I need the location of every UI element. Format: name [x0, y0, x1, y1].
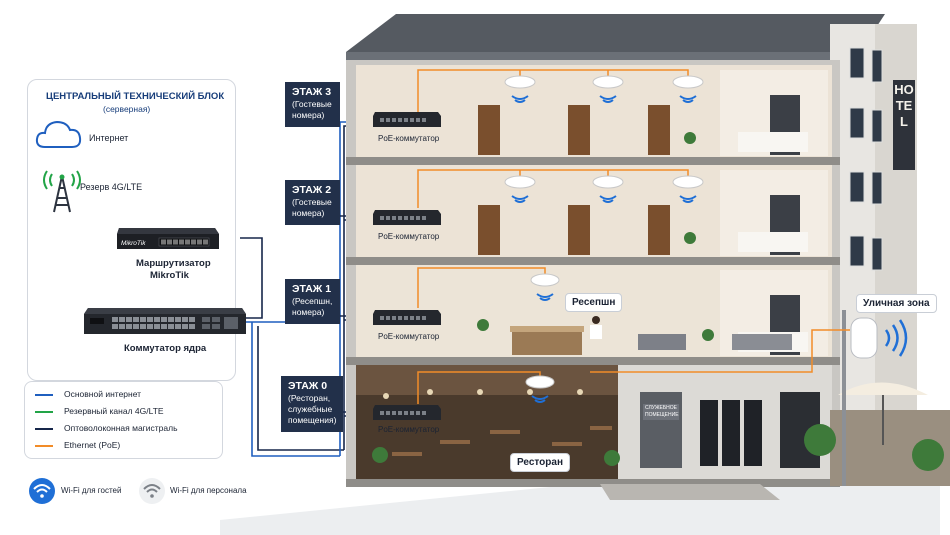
floor-2-desc1: (Гостевые [292, 197, 332, 207]
floor-0-desc2: служебные [288, 404, 333, 414]
router-label-line2: MikroTik [150, 270, 189, 281]
floor-tag-1: ЭТАЖ 1 (Ресепшн, номера) [285, 279, 340, 324]
router-brand-text: MikroTik [121, 240, 146, 247]
floor-tag-0: ЭТАЖ 0 (Ресторан, служебные помещения) [281, 376, 343, 432]
poe-switch-floor1 [373, 310, 441, 325]
legend-line-lte [35, 411, 53, 413]
service-room-line1: СЛУЖЕБНОЕ [645, 405, 677, 411]
poe-switch-label-floor1: PoE-коммутатор [378, 332, 440, 341]
restaurant-callout: Ресторан [510, 453, 570, 472]
poe-switch-label-floor3: PoE-коммутатор [378, 134, 440, 143]
internet-label: Интернет [89, 133, 129, 143]
central-block-subtitle: (серверная) [103, 104, 151, 114]
floor-2-desc2: номера) [292, 208, 325, 218]
wifi-guest-icon [29, 478, 55, 504]
floor-1-title: ЭТАЖ 1 [292, 283, 332, 295]
floor-0-desc3: помещения) [288, 415, 337, 425]
floor-tag-2: ЭТАЖ 2 (Гостевые номера) [285, 180, 340, 225]
floor-3-desc2: номера) [292, 110, 325, 120]
trunk-line-a [240, 237, 263, 319]
lte-tower-icon [43, 170, 81, 213]
legend-line-internet [35, 394, 53, 396]
floor-0-desc1: (Ресторан, [288, 393, 331, 403]
poe-switch-label-floor2: PoE-коммутатор [378, 232, 440, 241]
poe-switch-floor0 [373, 405, 441, 420]
legend-label-poe: Ethernet (PoE) [64, 440, 121, 450]
floor-3-desc1: (Гостевые [292, 99, 332, 109]
floor-0-title: ЭТАЖ 0 [288, 380, 328, 392]
poe-switch-floor3 [373, 112, 441, 127]
legend-box: Основной интернет Резервный канал 4G/LTE… [24, 381, 223, 459]
floor-tag-3: ЭТАЖ 3 (Гостевые номера) [285, 82, 340, 127]
cloud-icon [35, 120, 82, 148]
floor-1-desc1: (Ресепшн, [292, 296, 333, 306]
wifi-staff-label: Wi-Fi для персонала [170, 486, 247, 495]
router-label-line1: Маршрутизатор [136, 258, 211, 269]
wifi-guest-label: Wi-Fi для гостей [61, 486, 122, 495]
reception-callout: Ресепшн [565, 293, 623, 312]
legend-label-lte: Резервный канал 4G/LTE [64, 406, 164, 416]
hotel-sign-text: HOTEL [894, 82, 914, 129]
core-switch-label: Коммутатор ядра [124, 343, 207, 354]
router-device: MikroTik [117, 228, 219, 249]
floor-1-desc2: номера) [292, 307, 325, 317]
poe-switch-floor2 [373, 210, 441, 225]
outdoor-callout: Уличная зона [856, 294, 937, 313]
floor-2-title: ЭТАЖ 2 [292, 184, 332, 196]
legend-label-fiber: Оптоволоконная магистраль [64, 423, 178, 433]
legend-label-internet: Основной интернет [64, 389, 142, 399]
wifi-staff-icon [139, 478, 165, 504]
central-block-title: ЦЕНТРАЛЬНЫЙ ТЕХНИЧЕСКИЙ БЛОК [46, 91, 225, 102]
core-switch-device [84, 308, 246, 334]
legend-line-poe [35, 445, 53, 447]
hotel-sign [893, 80, 915, 170]
floor-3-title: ЭТАЖ 3 [292, 86, 332, 98]
legend-line-fiber [35, 428, 53, 430]
poe-switch-label-floor0: PoE-коммутатор [378, 425, 440, 434]
service-room-line2: ПОМЕЩЕНИЕ [645, 412, 679, 418]
lte-label: Резерв 4G/LTE [80, 182, 143, 192]
service-room-sign [643, 404, 679, 420]
